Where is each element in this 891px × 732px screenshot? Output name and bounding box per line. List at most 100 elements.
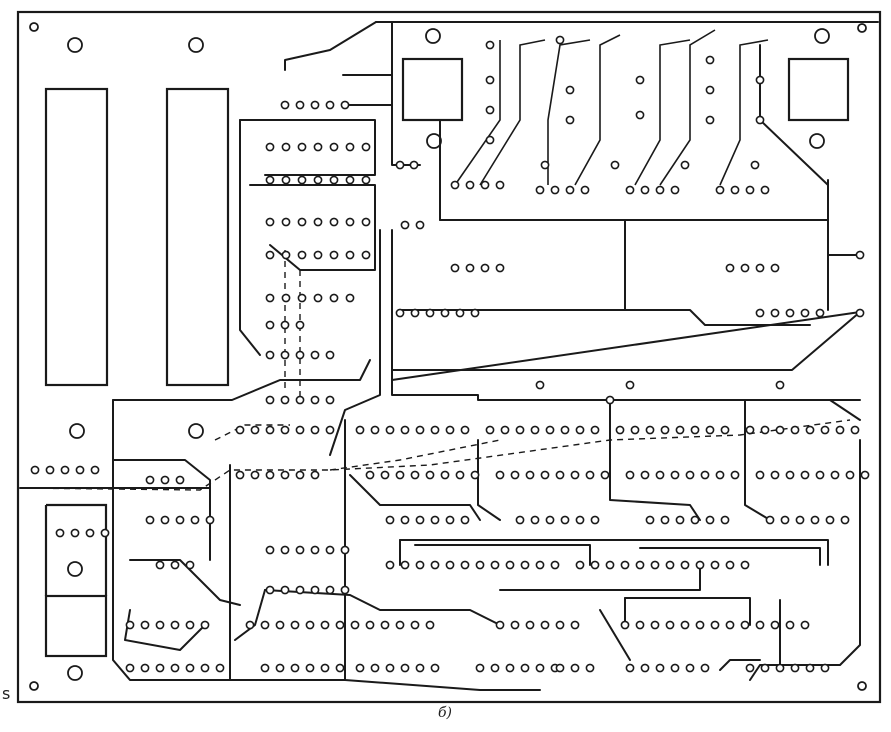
pad [140,620,150,630]
pad [125,663,135,673]
pad [430,560,440,570]
pad [465,180,475,190]
pad [400,515,410,525]
pad [281,175,291,185]
pad [785,308,795,318]
pad [645,515,655,525]
pad [540,620,550,630]
pad [395,160,405,170]
pad [310,100,320,110]
pad [615,425,625,435]
pad [510,620,520,630]
pad [455,308,465,318]
pad [75,465,85,475]
pad [400,560,410,570]
pad [310,585,320,595]
pad [361,217,371,227]
pad [685,470,695,480]
copper-traces [19,21,879,691]
pad [630,425,640,435]
pad [775,425,785,435]
pad [820,425,830,435]
pad [170,620,180,630]
pad [400,220,410,230]
pad [415,663,425,673]
pad [455,470,465,480]
pad [640,470,650,480]
pad [305,620,315,630]
pad [485,40,495,50]
pad [385,663,395,673]
pad [725,560,735,570]
pad [695,620,705,630]
pad [297,293,307,303]
pad [440,308,450,318]
pad [280,100,290,110]
pad [545,425,555,435]
pad [740,620,750,630]
pad [45,465,55,475]
pad [620,560,630,570]
dashed-jumpers [19,250,851,491]
pad [785,620,795,630]
pad [810,515,820,525]
pad [90,465,100,475]
pad [485,75,495,85]
pad [605,395,615,405]
pad [281,293,291,303]
pad [313,217,323,227]
pad [550,560,560,570]
pad [55,528,65,538]
pad [625,380,635,390]
pad [790,663,800,673]
pad [660,515,670,525]
pad [515,515,525,525]
pad [445,425,455,435]
pad [755,115,765,125]
pad [460,425,470,435]
pad [610,160,620,170]
pad [510,470,520,480]
pad [380,470,390,480]
pad [265,142,275,152]
pad [800,470,810,480]
pad [855,308,865,318]
pad [325,395,335,405]
pad [295,585,305,595]
pad [740,560,750,570]
pad [560,515,570,525]
pad [570,470,580,480]
pad [775,380,785,390]
pad [430,663,440,673]
pad [495,263,505,273]
pad [550,185,560,195]
pad [415,220,425,230]
pad [490,663,500,673]
pad [770,308,780,318]
pad [540,160,550,170]
pad [560,425,570,435]
pad [185,663,195,673]
pad [805,663,815,673]
pad [140,663,150,673]
pad [265,175,275,185]
pad [280,350,290,360]
pad [250,425,260,435]
pad [785,470,795,480]
pad [170,663,180,673]
pad [515,425,525,435]
pad [725,263,735,273]
pad [750,160,760,170]
pad [680,160,690,170]
pad [280,320,290,330]
pad [325,350,335,360]
pad [355,663,365,673]
pad [325,100,335,110]
pad [235,425,245,435]
pad [755,308,765,318]
pad [145,515,155,525]
pad [265,250,275,260]
pad [310,545,320,555]
pad [345,217,355,227]
pad [329,293,339,303]
